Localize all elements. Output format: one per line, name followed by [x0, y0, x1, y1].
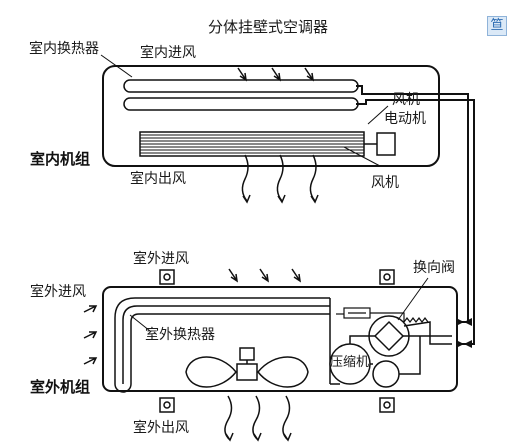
outdoor-air-out-label: 室外出风 — [133, 420, 189, 436]
reversing-valve-label: 换向阀 — [413, 260, 455, 276]
outdoor-leader-lines — [129, 277, 429, 332]
indoor-air-in-arrows — [237, 67, 314, 82]
compressor-label: 压缩机 — [330, 355, 370, 370]
book-icon[interactable]: 笪 — [487, 16, 507, 36]
outdoor-air-in-left-label: 室外进风 — [30, 284, 86, 300]
indoor-air-in-label: 室内进风 — [140, 45, 196, 61]
outdoor-unit-label: 室外机组 — [30, 378, 91, 396]
indoor-fan-coil — [139, 131, 365, 157]
reversing-valve — [368, 315, 452, 357]
compressor — [329, 335, 421, 388]
diagram-title: 分体挂壁式空调器 — [208, 18, 329, 36]
outdoor-interior-divider — [329, 298, 340, 385]
capillary-filter — [336, 307, 429, 323]
outdoor-air-in-top-arrows — [228, 268, 301, 283]
indoor-air-out-arrows — [241, 154, 319, 204]
indoor-fan-label: 风机 — [371, 175, 399, 191]
outdoor-fan — [185, 347, 309, 388]
outdoor-air-out-arrows — [224, 395, 292, 442]
outdoor-heat-exchanger-label: 室外换热器 — [145, 327, 215, 343]
fan-motor — [364, 132, 396, 156]
fan-motor-label-line2: 电动机 — [384, 111, 426, 127]
outdoor-air-in-top-label: 室外进风 — [133, 251, 189, 267]
indoor-leader-lines — [100, 54, 389, 167]
indoor-unit-label: 室内机组 — [30, 150, 91, 168]
fan-motor-label-line1: 风机 — [392, 92, 420, 108]
indoor-air-out-label: 室内出风 — [130, 171, 186, 187]
outdoor-heat-exchanger-tube — [114, 297, 330, 393]
indoor-heat-exchanger-label: 室内换热器 — [29, 41, 99, 57]
outdoor-air-in-left-arrows — [83, 305, 98, 365]
indoor-heat-exchanger-tube — [123, 79, 359, 111]
mounting-feet — [159, 269, 395, 413]
